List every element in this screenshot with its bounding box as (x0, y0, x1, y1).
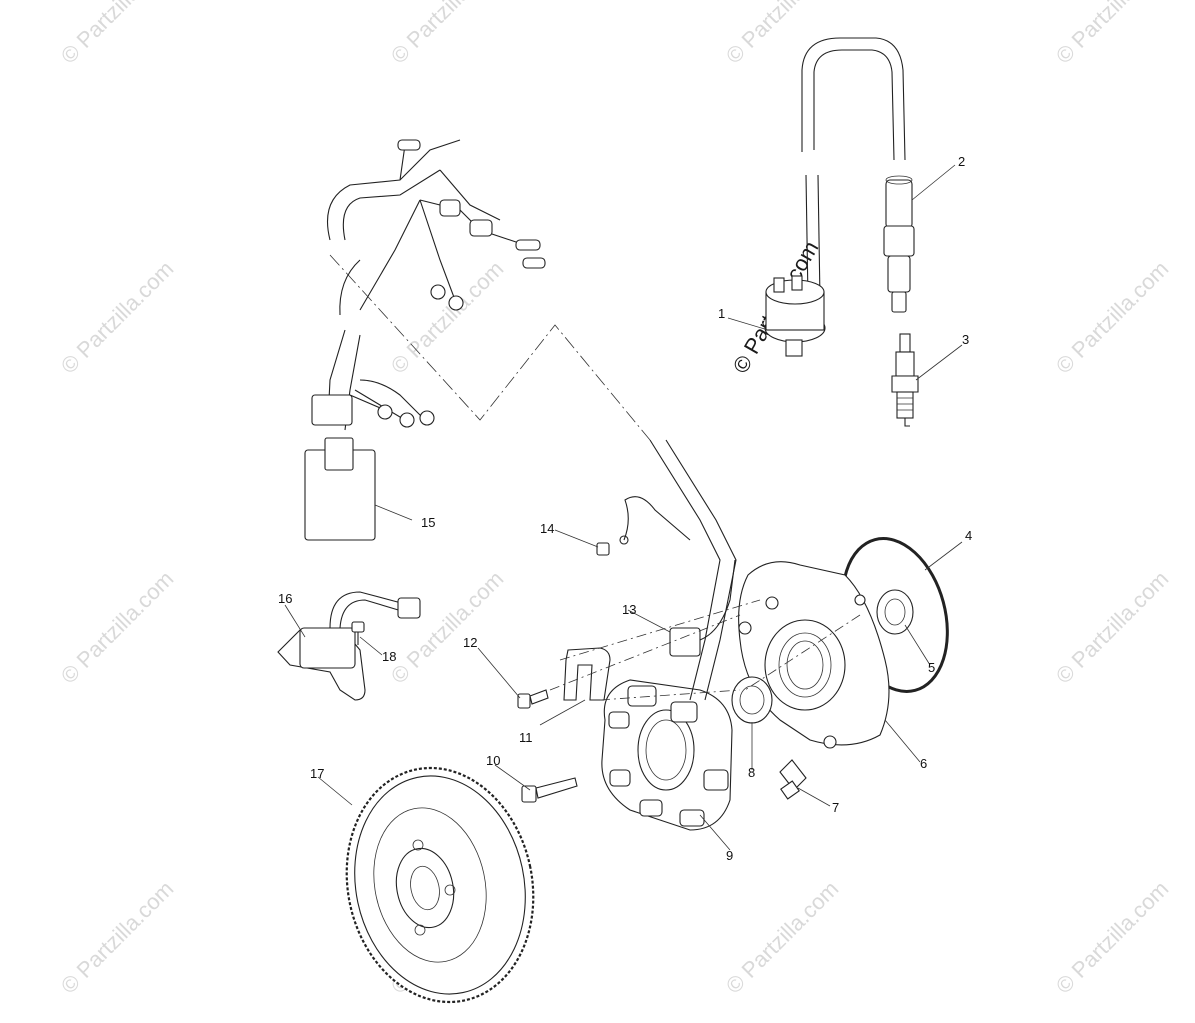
callout-11: 11 (519, 730, 533, 745)
part-stator-plate (738, 561, 890, 749)
part-seal (876, 589, 914, 635)
callout-15: 15 (421, 515, 435, 530)
part-flywheel (345, 766, 535, 1004)
watermark: © Partzilla.com (386, 566, 509, 689)
part-screw-14 (596, 535, 629, 556)
callout-9: 9 (726, 848, 733, 863)
callout-12: 12 (463, 635, 477, 650)
part-spark-plug-wire (801, 37, 915, 313)
callout-17: 17 (310, 766, 324, 781)
callout-10: 10 (486, 753, 500, 768)
callout-labels: 1 2 3 4 5 6 7 8 9 10 11 12 13 14 15 16 1… (278, 154, 972, 863)
callout-13: 13 (622, 602, 636, 617)
part-pulser-coil (669, 559, 736, 657)
watermark: © Partzilla.com (56, 566, 179, 689)
connection-lines (329, 254, 861, 701)
leader-lines (284, 164, 963, 851)
part-spark-plug (891, 333, 919, 427)
watermark: © Partzilla.com (721, 876, 844, 999)
part-screw-7 (779, 759, 807, 800)
part-screw-12 (517, 689, 549, 709)
callout-18: 18 (382, 649, 396, 664)
part-oil-seal (731, 676, 773, 724)
callout-4: 4 (965, 528, 972, 543)
watermark: © Partzilla.com (386, 256, 509, 379)
callout-2: 2 (958, 154, 965, 169)
callout-3: 3 (962, 332, 969, 347)
stator-harness (623, 439, 737, 701)
callout-14: 14 (540, 521, 554, 536)
watermark: © Partzilla.com (1051, 256, 1174, 379)
watermark: © Partzilla.com (1051, 876, 1174, 999)
watermark: © Partzilla.com (721, 0, 844, 69)
watermark: © Partzilla.com (386, 0, 509, 69)
callout-16: 16 (278, 591, 292, 606)
callout-7: 7 (832, 800, 839, 815)
watermark: © Partzilla.com (56, 876, 179, 999)
watermark: © Partzilla.com (56, 256, 179, 379)
part-regulator (277, 591, 421, 701)
callout-6: 6 (920, 756, 927, 771)
watermark: © Partzilla.com (1051, 0, 1174, 69)
part-ignition-coil (764, 275, 826, 357)
watermark: © Partzilla.com (1051, 566, 1174, 689)
part-bolt-10 (521, 777, 578, 803)
main-harness (311, 139, 546, 431)
part-cdi-box (304, 437, 376, 541)
watermark: © Partzilla.com (56, 0, 179, 69)
callout-8: 8 (748, 765, 755, 780)
part-screw-18 (351, 621, 365, 645)
part-stator (601, 679, 733, 831)
callout-1: 1 (718, 306, 725, 321)
watermark-layer: © Partzilla.com © Partzilla.com © Partzi… (56, 0, 1174, 999)
part-clamp (563, 647, 611, 701)
callout-5: 5 (928, 660, 935, 675)
